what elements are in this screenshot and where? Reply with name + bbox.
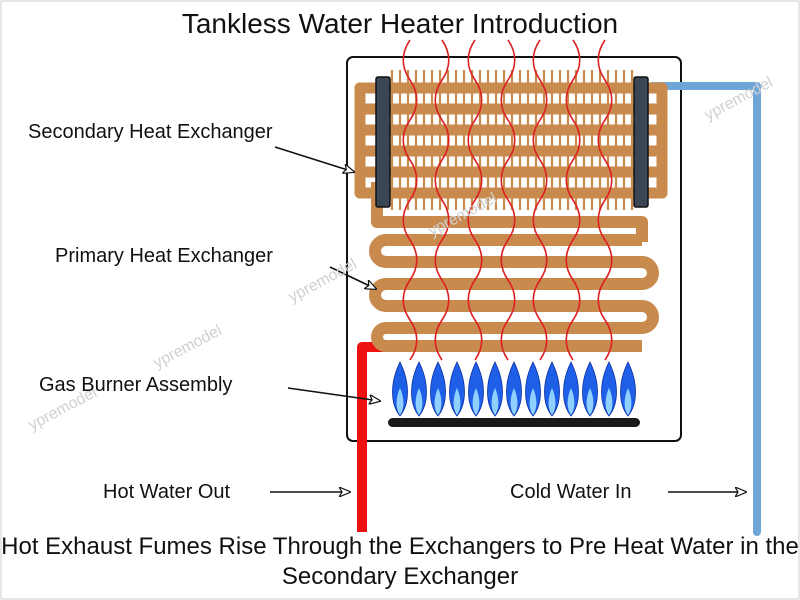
flame-inner	[396, 388, 404, 415]
flame-inner	[491, 388, 499, 415]
right-header-bar	[633, 76, 649, 208]
cold-water-in-label: Cold Water In	[510, 481, 632, 503]
primary-exchanger-label: Primary Heat Exchanger	[55, 245, 273, 267]
primary-exchanger-coil	[369, 234, 659, 352]
exhaust-heat-lines	[402, 39, 613, 361]
primary-heat-exchanger	[369, 234, 659, 352]
cold-water-pipe	[648, 82, 761, 536]
heat-wave-line	[597, 39, 613, 361]
flame-inner	[472, 388, 480, 415]
callout-arrows	[270, 146, 746, 492]
secondary-callout-arrow	[274, 146, 354, 172]
heat-wave-line	[467, 39, 483, 361]
flame-inner	[605, 388, 613, 415]
flame-inner	[624, 388, 632, 415]
flame-inner	[434, 388, 442, 415]
flame-inner	[415, 388, 423, 415]
burner-callout-arrow	[287, 387, 380, 401]
heat-wave-line	[500, 39, 516, 361]
heat-wave-line	[402, 39, 418, 361]
flame-inner	[586, 388, 594, 415]
diagram-caption: Hot Exhaust Fumes Rise Through the Excha…	[1, 533, 799, 590]
secondary-exchanger-coils	[354, 82, 668, 199]
heat-wave-line	[532, 39, 548, 361]
burner-flames	[392, 361, 636, 417]
flame-inner	[529, 388, 537, 415]
left-header-bar	[375, 76, 391, 208]
diagram-title: Tankless Water Heater Introduction	[181, 8, 619, 39]
gas-burner-label: Gas Burner Assembly	[39, 374, 233, 396]
secondary-heat-exchanger	[354, 70, 668, 242]
flame-inner	[453, 388, 461, 415]
burner-bar	[388, 418, 640, 427]
secondary-exchanger-label: Secondary Heat Exchanger	[28, 121, 273, 143]
flame-inner	[567, 388, 575, 415]
hot-water-out-label: Hot Water Out	[103, 481, 231, 503]
flame-inner	[510, 388, 518, 415]
primary-callout-arrow	[329, 266, 376, 289]
heat-wave-line	[565, 39, 581, 361]
flame-inner	[548, 388, 556, 415]
heat-wave-line	[434, 39, 450, 361]
gas-burner-assembly	[388, 361, 640, 427]
